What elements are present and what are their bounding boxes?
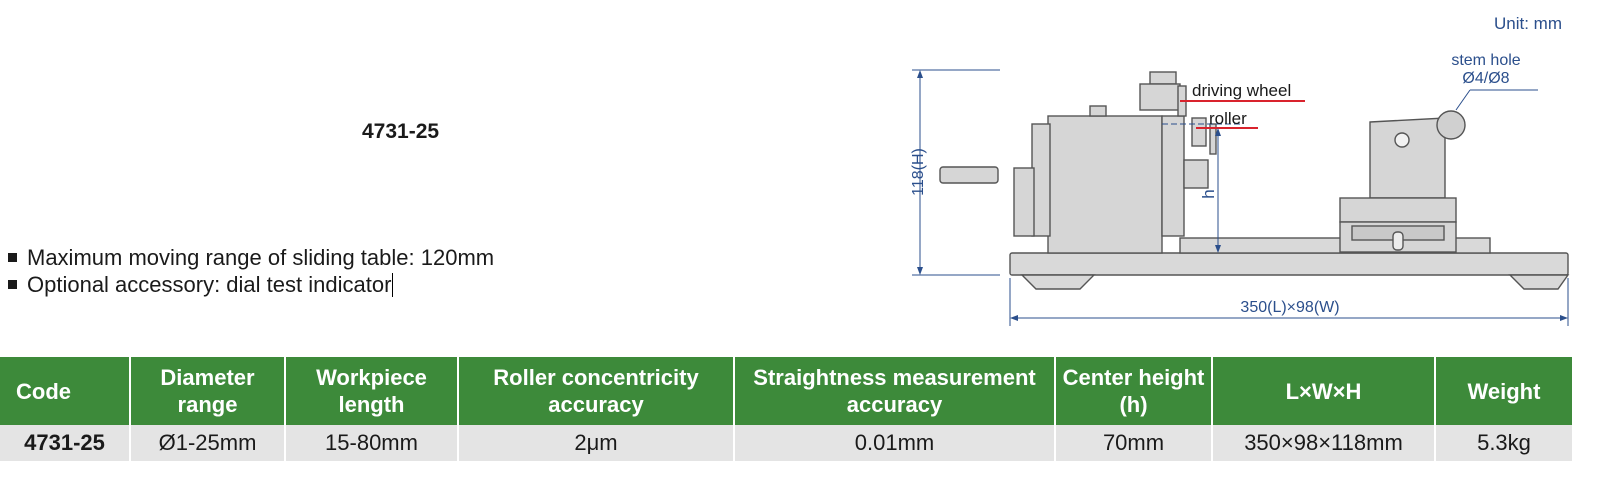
- header-straightness: Straightness measurement accuracy: [733, 357, 1055, 425]
- cell-straightness: 0.01mm: [733, 425, 1055, 461]
- cell-center-height: 70mm: [1054, 425, 1212, 461]
- bullet-square-icon: [8, 280, 17, 289]
- feature-item: Optional accessory: dial test indicator: [8, 271, 494, 298]
- feature-list: Maximum moving range of sliding table: 1…: [8, 244, 494, 298]
- unit-label: Unit: mm: [1494, 14, 1562, 33]
- cell-diameter-range: Ø1-25mm: [129, 425, 285, 461]
- cell-dimensions: 350×98×118mm: [1211, 425, 1435, 461]
- feature-text: Optional accessory: dial test indicator: [27, 272, 392, 297]
- header-center-height: Center height (h): [1054, 357, 1212, 425]
- text-caret: [392, 272, 394, 297]
- tailstock: [1339, 110, 1466, 253]
- stem-hole-dia-label: Ø4/Ø8: [1462, 70, 1509, 87]
- header-code: Code: [0, 357, 130, 425]
- stem-hole-label: stem hole: [1451, 52, 1520, 69]
- headstock: [939, 105, 1209, 254]
- cell-code: 4731-25: [0, 425, 130, 461]
- cell-roller-concentricity: 2μm: [457, 425, 734, 461]
- driving-wheel-label: driving wheel: [1192, 81, 1291, 100]
- table-row: 4731-25 Ø1-25mm 15-80mm 2μm 0.01mm 70mm …: [0, 425, 1572, 461]
- cell-weight: 5.3kg: [1434, 425, 1572, 461]
- center-height-dimension: [1215, 128, 1221, 253]
- bullet-square-icon: [8, 253, 17, 262]
- height-dim-label: 118(H): [910, 148, 927, 196]
- header-diameter-range: Diameter range: [129, 357, 285, 425]
- table-header-row: Code Diameter range Workpiece length Rol…: [0, 357, 1572, 425]
- cell-workpiece-length: 15-80mm: [284, 425, 458, 461]
- header-weight: Weight: [1434, 357, 1572, 425]
- spec-table: Code Diameter range Workpiece length Rol…: [0, 357, 1572, 461]
- length-dim-label: 350(L)×98(W): [1240, 299, 1339, 316]
- center-height-label: h: [1199, 189, 1218, 198]
- roller-label: roller: [1209, 109, 1247, 128]
- model-code-title: 4731-25: [362, 120, 440, 143]
- product-drawing: 118(H) driving wheel roller h: [910, 52, 1570, 326]
- length-dimension: [1009, 278, 1569, 326]
- height-dimension: [912, 69, 1000, 276]
- header-workpiece-length: Workpiece length: [284, 357, 458, 425]
- feature-text: Maximum moving range of sliding table: 1…: [27, 245, 495, 270]
- feature-item: Maximum moving range of sliding table: 1…: [8, 244, 494, 271]
- header-roller-concentricity: Roller concentricity accuracy: [457, 357, 734, 425]
- header-dimensions: L×W×H: [1211, 357, 1435, 425]
